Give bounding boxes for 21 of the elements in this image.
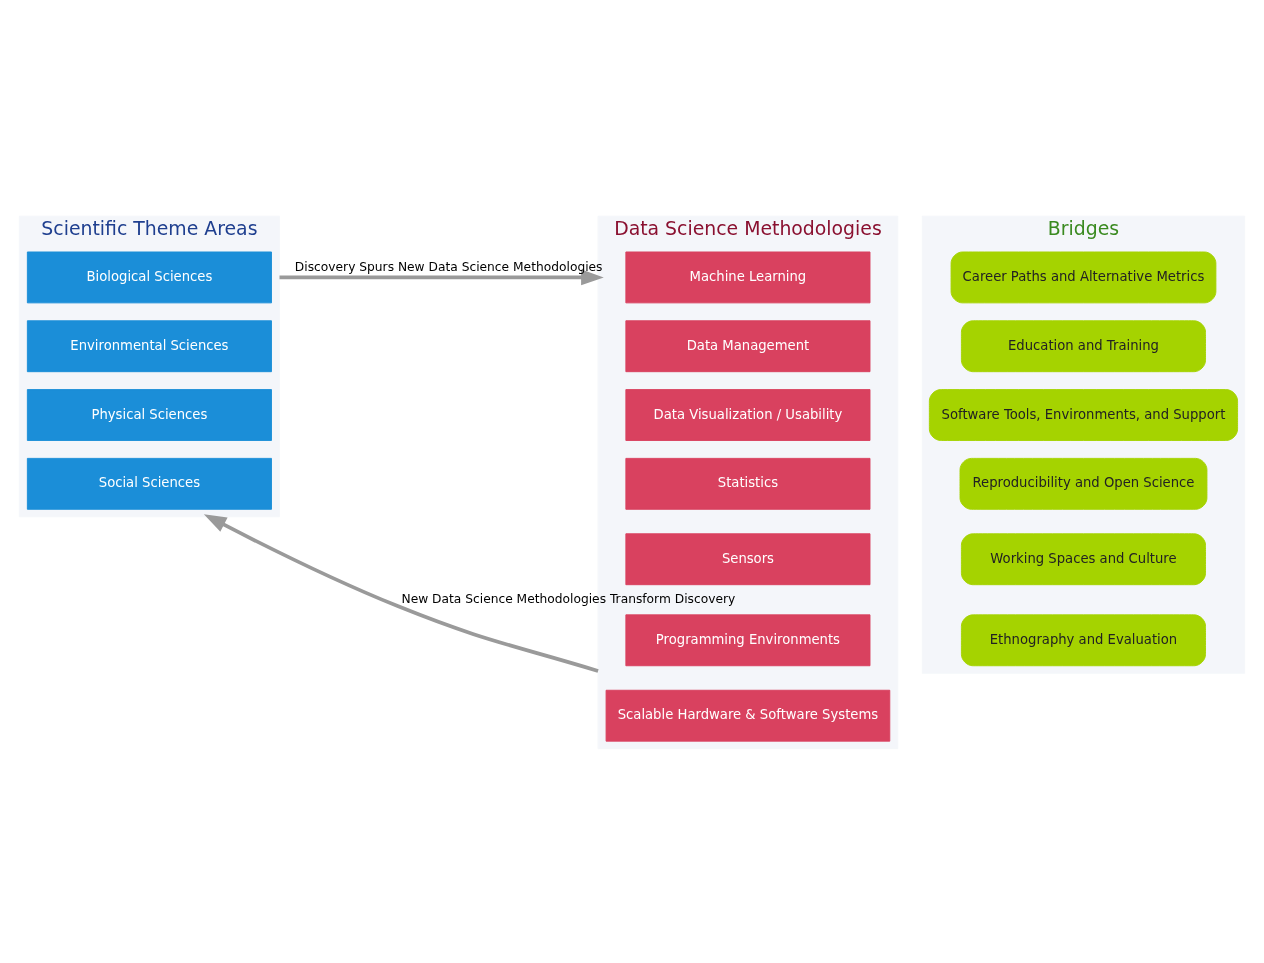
node-box: Scalable Hardware & Software Systems (605, 689, 891, 742)
node-box: Social Sciences (26, 457, 272, 510)
node-box: Reproducibility and Open Science (959, 457, 1208, 510)
node-box: Data Management (625, 319, 871, 372)
node-box: Data Visualization / Usability (625, 388, 871, 441)
node-box: Software Tools, Environments, and Support (928, 388, 1239, 441)
edge-label: Discovery Spurs New Data Science Methodologies (294, 259, 603, 274)
node-box: Biological Sciences (26, 251, 272, 303)
node-box: Ethnography and Evaluation (960, 613, 1206, 666)
node-box: Programming Environments (625, 613, 871, 666)
node-box: Working Spaces and Culture (960, 532, 1206, 585)
arrow (203, 513, 599, 673)
node-box: Education and Training (960, 319, 1206, 372)
node-box: Physical Sciences (26, 388, 272, 441)
node-box: Sensors (625, 532, 871, 585)
arrow (279, 269, 604, 285)
node-box: Statistics (625, 457, 871, 510)
node-box: Career Paths and Alternative Metrics (950, 251, 1217, 303)
edge-label: New Data Science Methodologies Transform Discovery (401, 591, 736, 606)
node-box: Machine Learning (625, 251, 871, 303)
node-box: Environmental Sciences (26, 319, 272, 372)
